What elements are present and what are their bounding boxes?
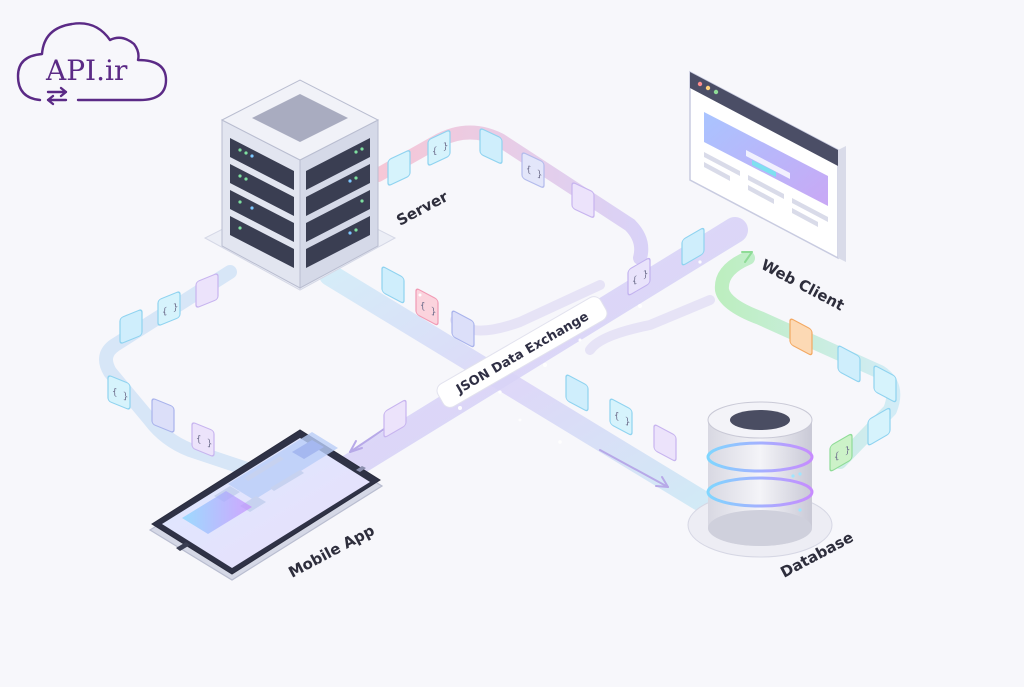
json-packet-icon — [195, 273, 219, 308]
json-packet-icon — [119, 309, 143, 344]
mobile-app-node: Mobile App — [148, 429, 384, 582]
json-packet-icon: { } — [191, 422, 215, 457]
cloud-exchange-icon — [16, 22, 168, 106]
server-node: Server — [203, 79, 452, 291]
database-cylinder-icon — [706, 401, 814, 546]
json-packet-icon — [565, 374, 589, 412]
json-packet-icon: { } — [609, 398, 633, 436]
json-packet-icon: { } — [521, 152, 545, 188]
json-packet-icon — [681, 227, 705, 266]
json-packet-icon — [789, 318, 813, 356]
json-packet-icon — [867, 407, 891, 446]
database-node: Database — [687, 401, 856, 582]
json-packet-icon — [653, 424, 677, 462]
json-packet-icon: { } — [627, 257, 651, 296]
json-packet-icon: { } — [427, 130, 451, 166]
server-label: Server — [393, 187, 451, 229]
logo-text: API.ir — [45, 54, 128, 87]
json-packet-icon: { } — [157, 291, 181, 326]
json-packet-icon — [479, 128, 503, 164]
json-packet-icon — [451, 310, 475, 348]
json-packet-icon — [383, 399, 407, 438]
web-client-label: Web Client — [758, 256, 847, 315]
json-packet-icon — [151, 398, 175, 433]
json-packet-icon — [387, 150, 411, 186]
sparkle-dots — [418, 260, 702, 444]
server-rack-icon — [203, 79, 397, 291]
web-client-node: Web Client — [689, 70, 847, 315]
json-packet-icon — [571, 182, 595, 218]
json-packet-icon — [837, 345, 861, 383]
json-packet-icon: { } — [829, 433, 853, 472]
browser-window-icon — [689, 70, 846, 262]
data-packets: { } { } { } { } { } { } { } { } { } — [107, 128, 897, 472]
api-ir-logo: API.ir — [16, 22, 168, 106]
json-packet-icon: { } — [107, 375, 131, 410]
smartphone-icon — [148, 429, 384, 581]
json-packet-icon — [381, 266, 405, 304]
json-packet-icon: { } — [415, 288, 439, 326]
json-packet-icon — [873, 365, 897, 403]
